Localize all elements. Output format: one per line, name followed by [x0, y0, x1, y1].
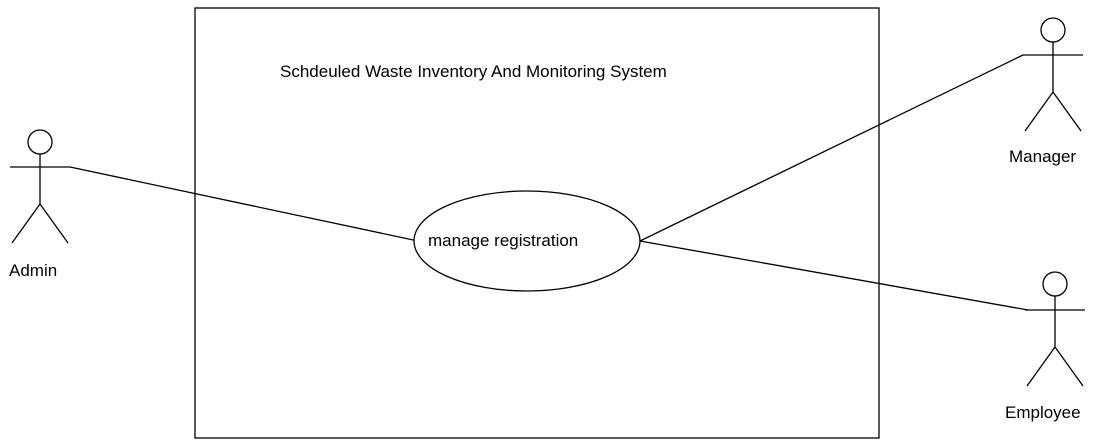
system-title: Schdeuled Waste Inventory And Monitoring…: [280, 62, 667, 81]
actor-label-admin: Admin: [9, 261, 58, 280]
actor-employee-head: [1042, 271, 1068, 297]
actor-label-employee: Employee: [1005, 403, 1081, 422]
actor-admin[interactable]: [10, 129, 70, 244]
use-case-manage-registration[interactable]: [413, 190, 641, 292]
actor-employee[interactable]: [1025, 271, 1085, 387]
association-employee[interactable]: [639, 240, 1029, 311]
use-case-label-manage-registration: manage registration: [428, 231, 579, 250]
association-admin[interactable]: [69, 166, 419, 242]
actor-manager-head: [1040, 17, 1066, 43]
actor-manager[interactable]: [1023, 17, 1083, 132]
actor-admin-head: [27, 129, 53, 155]
association-manager[interactable]: [639, 54, 1024, 242]
actor-label-manager: Manager: [1009, 147, 1077, 166]
